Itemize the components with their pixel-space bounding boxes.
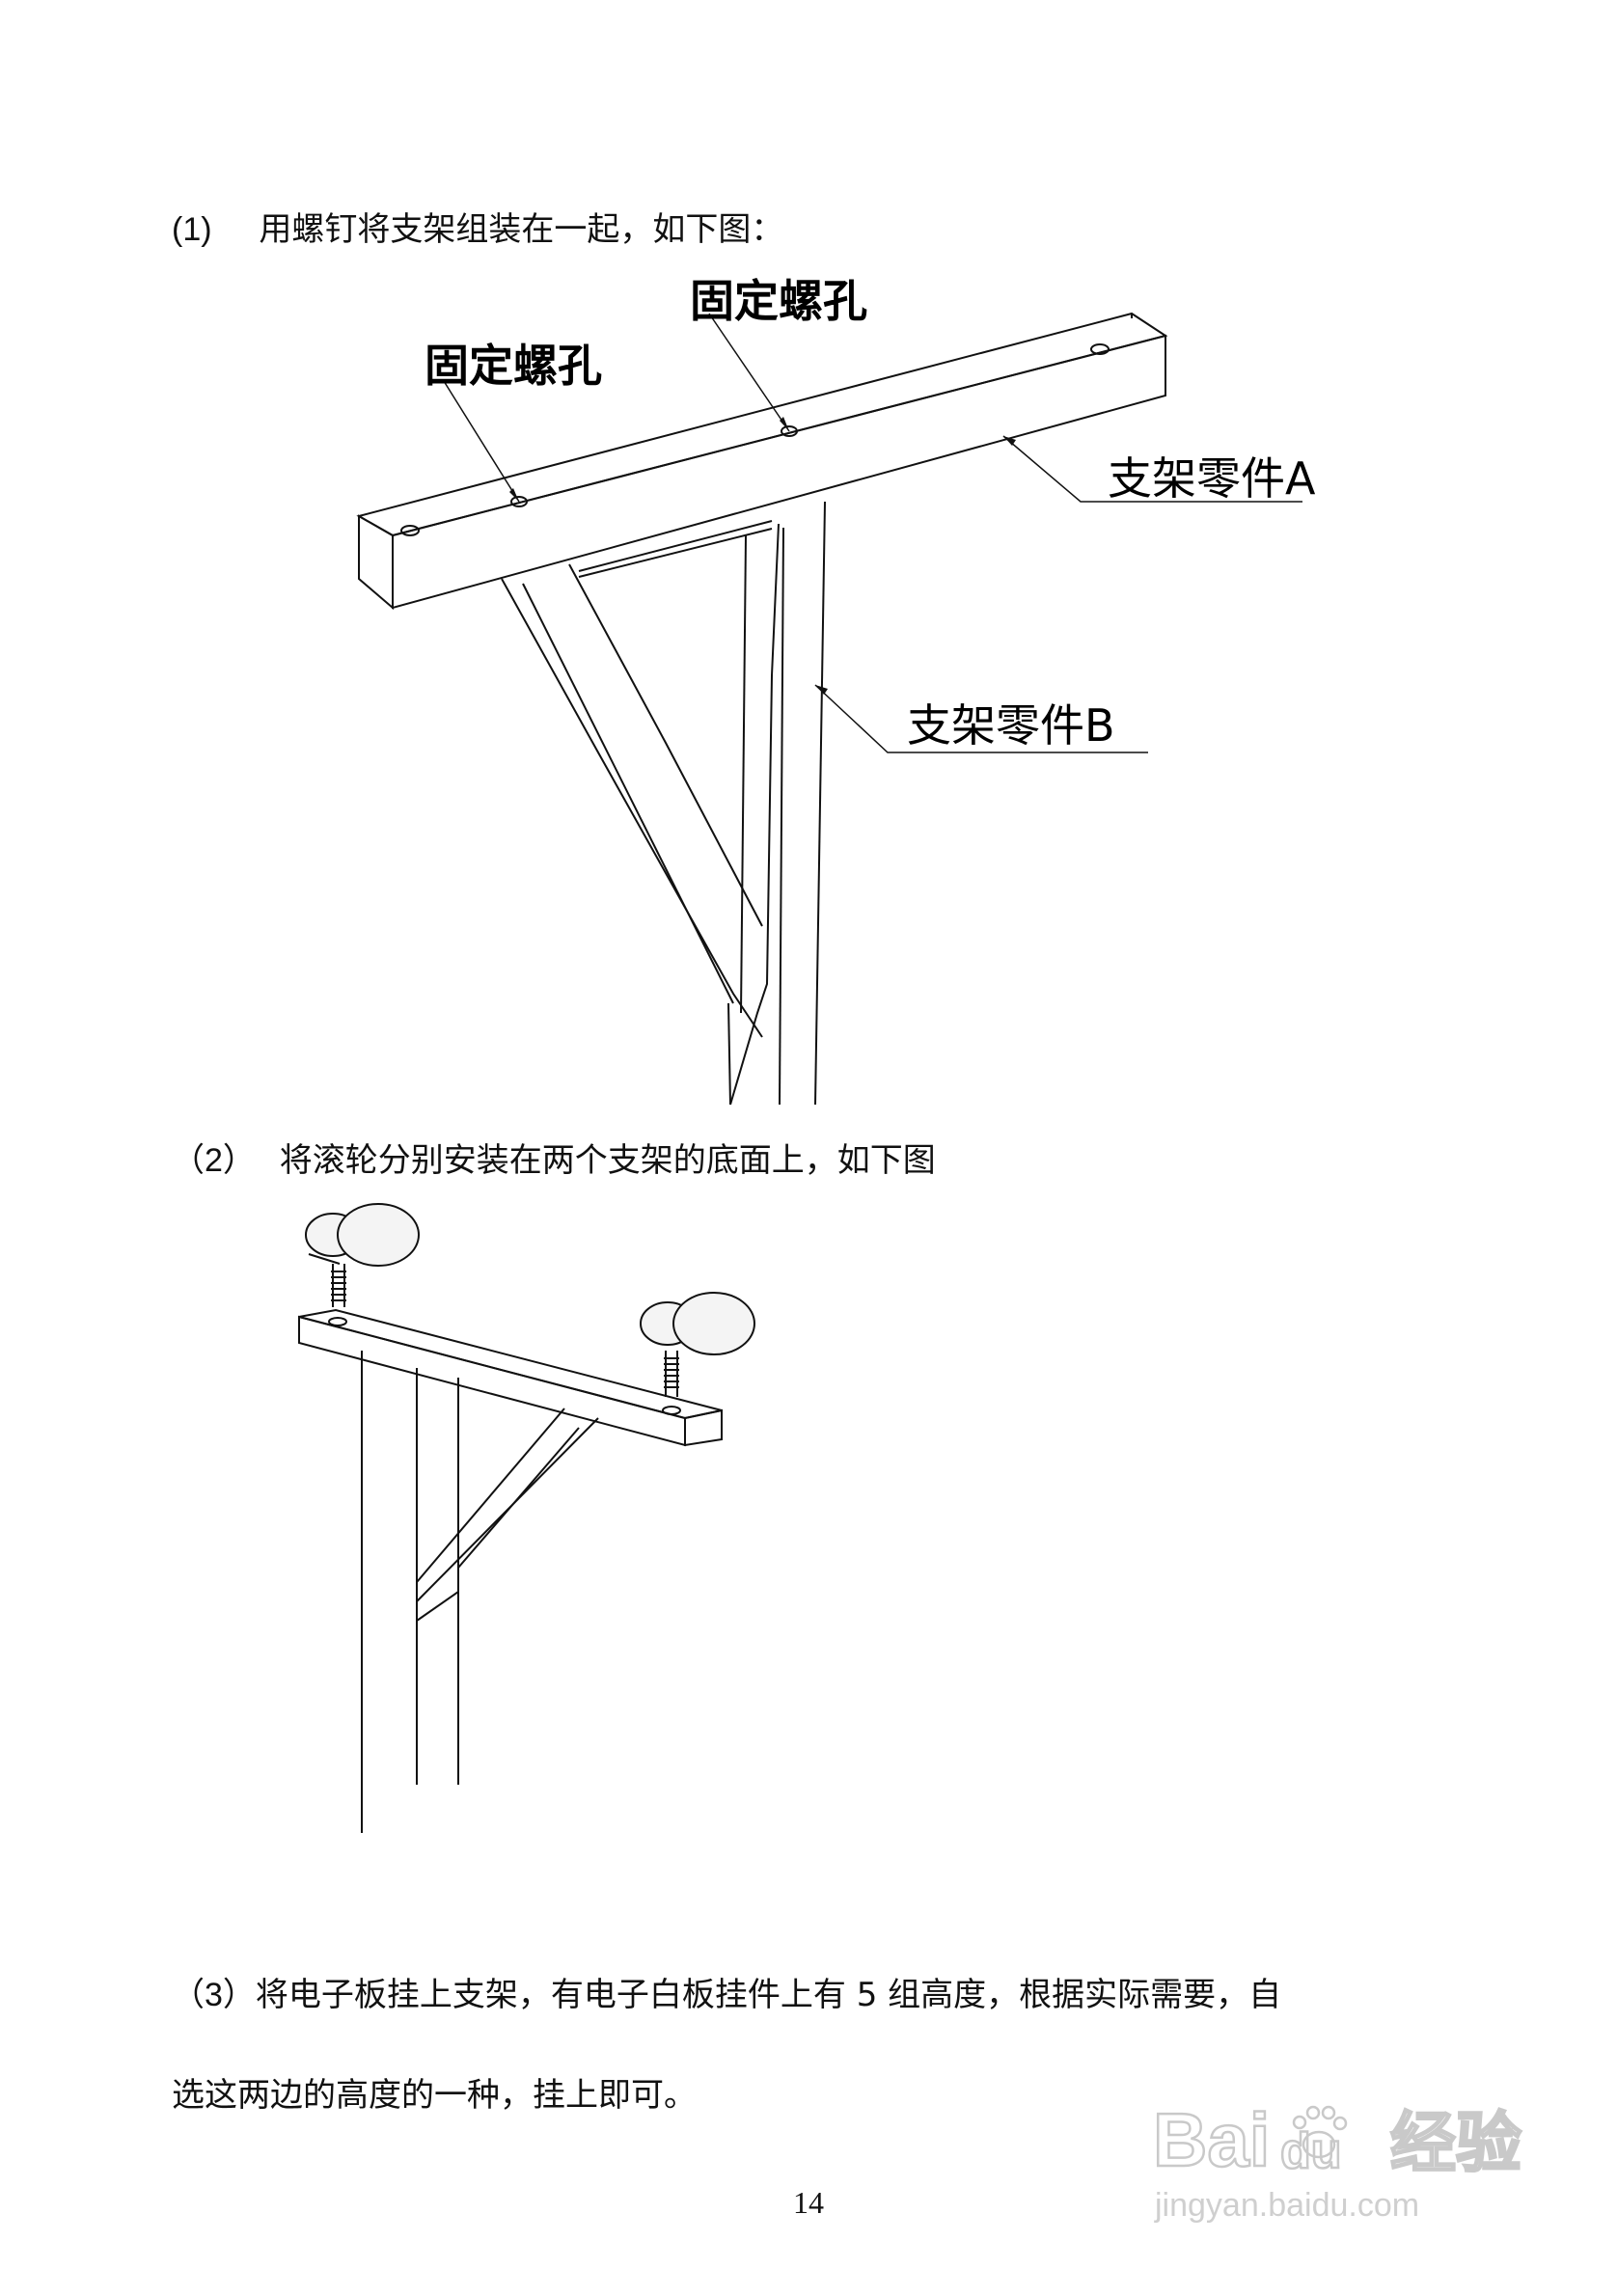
watermark-brand: Bai bbox=[1153, 2097, 1270, 2182]
brace-bottom bbox=[416, 1591, 459, 1622]
roller-right-screw bbox=[664, 1351, 679, 1397]
step-3-line-2: 选这两边的高度的一种，挂上即可。 bbox=[172, 2076, 697, 2115]
brace-inner bbox=[568, 563, 763, 927]
hole-mid-left bbox=[510, 496, 528, 507]
crossbar-hole-right bbox=[662, 1406, 681, 1415]
step-1-number: (1) bbox=[172, 211, 212, 248]
part-a-front-face bbox=[358, 514, 394, 611]
brace-outer bbox=[501, 578, 763, 1038]
label-part-a: 支架零件A bbox=[1108, 452, 1316, 505]
brace-left bbox=[416, 1408, 565, 1583]
crossbar-front-face bbox=[298, 1315, 686, 1447]
step-1-caption: (1) 用螺钉将支架组装在一起，如下图： bbox=[172, 210, 783, 249]
part-b-post-right bbox=[779, 527, 784, 1106]
crossbar-hole-left bbox=[328, 1317, 347, 1326]
paw-icon bbox=[1292, 2105, 1348, 2159]
leader-hole-left bbox=[443, 380, 520, 503]
baidu-jingyan-watermark: Bai du 经验 jingyan.baidu.com bbox=[1153, 2096, 1522, 2224]
step-3-number: （3） bbox=[172, 1977, 256, 2013]
hole-left-end bbox=[400, 525, 420, 536]
step-2-caption: （2） 将滚轮分别安装在两个支架的底面上，如下图 bbox=[172, 1141, 936, 1180]
page-number: 14 bbox=[793, 2185, 824, 2220]
hole-right-end bbox=[1090, 343, 1110, 355]
hole-mid bbox=[781, 425, 798, 437]
leader-hole-top bbox=[708, 313, 790, 432]
label-hole-top: 固定螺孔 bbox=[690, 275, 867, 327]
leader-part-b bbox=[814, 684, 1148, 753]
roller-left-screw bbox=[331, 1264, 346, 1307]
label-hole-left: 固定螺孔 bbox=[425, 340, 602, 392]
watermark-cn: 经验 bbox=[1390, 2106, 1521, 2182]
step-3-text: 将电子板挂上支架，有电子白板挂件上有 5 组高度，根据实际需要，自 bbox=[255, 1976, 1282, 2014]
crossbar-end-face bbox=[684, 1408, 723, 1447]
step-2-number: （2） bbox=[172, 1142, 256, 1179]
figure-bracket-assembly: 固定螺孔 固定螺孔 支架零件A 支架零件B bbox=[356, 275, 1316, 1106]
step-1-text: 用螺钉将支架组装在一起，如下图： bbox=[259, 210, 784, 249]
step-3-line-1: （3）将电子板挂上支架，有电子白板挂件上有 5 组高度，根据实际需要，自 bbox=[172, 1976, 1281, 2014]
part-b-post-mid bbox=[740, 534, 747, 1014]
watermark-url: jingyan.baidu.com bbox=[1154, 2187, 1419, 2224]
part-a-side-face bbox=[392, 334, 1166, 610]
watermark-brand-suffix: du bbox=[1280, 2123, 1342, 2179]
roller-right bbox=[640, 1292, 755, 1355]
leader-part-a bbox=[1002, 435, 1302, 503]
step-2-text: 将滚轮分别安装在两个支架的底面上，如下图 bbox=[279, 1141, 936, 1180]
part-b-post-left bbox=[729, 523, 780, 1106]
label-part-b: 支架零件B bbox=[907, 699, 1115, 752]
roller-left bbox=[305, 1203, 420, 1267]
figure-roller-installation bbox=[298, 1203, 755, 1833]
